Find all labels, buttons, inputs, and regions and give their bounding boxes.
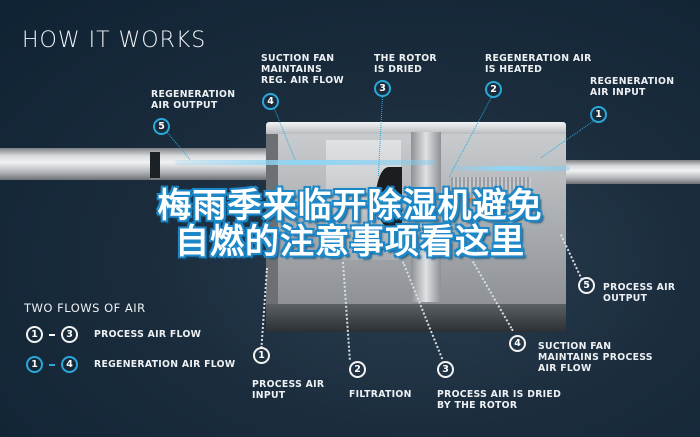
legend-label: REGENERATION AIR FLOW — [94, 359, 236, 370]
left-duct-cutaway — [150, 152, 160, 178]
legend-marker-to: 4 — [61, 356, 78, 373]
callout-marker-1: 1 — [590, 106, 607, 123]
regeneration-airflow-right — [450, 166, 570, 171]
callout-label-regeneration-input: REGENERATION AIR INPUT — [590, 76, 675, 98]
callout-marker-1: 1 — [253, 347, 270, 364]
legend-marker-to: 3 — [61, 326, 78, 343]
callout-marker-4: 4 — [262, 93, 279, 110]
legend-marker-from: 1 — [26, 356, 43, 373]
regeneration-airflow — [175, 160, 435, 165]
legend-label: PROCESS AIR FLOW — [94, 329, 202, 340]
callout-marker-3: 3 — [437, 361, 454, 378]
callout-label-process-air-output: PROCESS AIR OUTPUT — [603, 282, 676, 304]
page-title: HOW IT WORKS — [22, 28, 207, 53]
right-duct — [565, 160, 700, 184]
callout-label-rotor-dried: THE ROTOR IS DRIED — [374, 53, 437, 75]
callout-marker-4: 4 — [509, 335, 526, 352]
callout-label-regeneration-air-output: REGENERATION AIR OUTPUT — [151, 89, 236, 111]
overlay-headline-line2: 自燃的注意事项看这里 — [174, 221, 525, 263]
legend-row-regeneration: 1 4 REGENERATION AIR FLOW — [26, 356, 235, 373]
callout-marker-5: 5 — [153, 118, 170, 135]
overlay-headline-line1: 梅雨季来临开除湿机避免 — [157, 185, 543, 227]
callout-label-regeneration-heated: REGENERATION AIR IS HEATED — [485, 53, 592, 75]
heater — [451, 198, 531, 203]
callout-label-suction-fan-process: SUCTION FAN MAINTAINS PROCESS AIR FLOW — [538, 341, 653, 374]
callout-label-suction-fan-reg: SUCTION FAN MAINTAINS REG. AIR FLOW — [261, 53, 344, 86]
legend-title: TWO FLOWS OF AIR — [24, 301, 146, 315]
callout-marker-2: 2 — [485, 81, 502, 98]
callout-marker-2: 2 — [349, 361, 366, 378]
legend-dash — [49, 363, 55, 366]
callout-label-process-air-input: PROCESS AIR INPUT — [252, 379, 325, 401]
dehumidifier-unit — [266, 122, 574, 332]
legend-marker-from: 1 — [26, 326, 43, 343]
callout-marker-5: 5 — [578, 277, 595, 294]
callout-marker-3: 3 — [374, 80, 391, 97]
callout-label-process-air-dried: PROCESS AIR IS DRIED BY THE ROTOR — [437, 389, 562, 411]
legend-row-process: 1 3 PROCESS AIR FLOW — [26, 326, 201, 343]
callout-label-filtration: FILTRATION — [349, 389, 412, 400]
legend-dash — [49, 333, 55, 336]
